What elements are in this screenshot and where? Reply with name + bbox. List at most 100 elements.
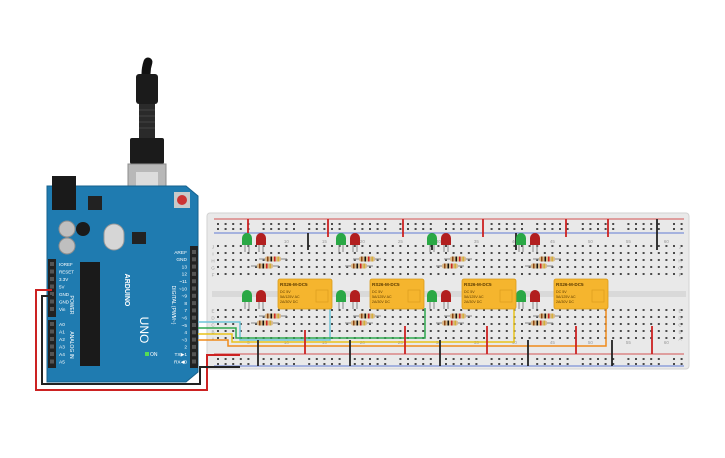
pin-label: ~5 [182, 323, 188, 329]
header-pin[interactable] [192, 344, 196, 349]
wires[interactable] [35, 219, 658, 391]
resistor[interactable] [525, 320, 553, 326]
header-pin[interactable] [192, 359, 196, 364]
resistor[interactable] [533, 313, 561, 319]
row-letter: J [679, 245, 681, 250]
resistor[interactable] [251, 320, 279, 326]
wire-5v[interactable] [35, 289, 240, 391]
led-green[interactable] [336, 233, 346, 252]
led-green[interactable] [516, 233, 526, 252]
pin-label: A2 [59, 337, 65, 343]
header-pin[interactable] [192, 279, 196, 284]
resistor[interactable] [251, 263, 279, 269]
wire-signal-yellow[interactable] [198, 308, 515, 343]
led-red[interactable] [441, 233, 451, 252]
pin-label: 13 [182, 264, 188, 270]
header-pin[interactable] [50, 307, 54, 311]
pin-label: ~11 [179, 279, 187, 285]
header-pin[interactable] [50, 352, 54, 356]
header-pin[interactable] [192, 257, 196, 262]
header-pin[interactable] [50, 299, 54, 304]
pin-label: A0 [59, 322, 65, 328]
resistor[interactable] [525, 263, 553, 269]
pin-label: RX◀0 [174, 359, 187, 365]
led-green[interactable] [242, 290, 252, 309]
header-pin[interactable] [50, 322, 54, 326]
header-pin[interactable] [50, 329, 54, 334]
header-pin[interactable] [50, 344, 54, 349]
resistor[interactable] [444, 313, 472, 319]
header-pin[interactable] [192, 308, 196, 313]
header-pin[interactable] [50, 337, 54, 341]
resistor[interactable] [444, 256, 472, 262]
led-red[interactable] [441, 290, 451, 309]
resistor[interactable] [436, 263, 464, 269]
header-pin[interactable] [50, 284, 54, 289]
header-pin[interactable] [50, 292, 54, 296]
header-pin[interactable] [192, 323, 196, 327]
header-pin[interactable] [192, 250, 196, 254]
header-pin[interactable] [192, 330, 196, 335]
relay-ac-rating: 5A/125V AC [556, 295, 576, 299]
row-letter: A [678, 337, 681, 342]
header-pin[interactable] [50, 277, 54, 281]
led-green[interactable] [336, 290, 346, 309]
led-green[interactable] [427, 233, 437, 252]
resistor[interactable] [259, 256, 287, 262]
arduino-uno-board[interactable]: ARDUINO UNO DIGITAL (PWM~) POWER ANALOG … [46, 176, 199, 383]
wire-signal-green[interactable] [198, 308, 426, 339]
resistor[interactable] [533, 256, 561, 262]
header-pin[interactable] [192, 286, 196, 291]
relay-name: RS26-M-DC5 [280, 282, 308, 287]
resistor[interactable] [345, 263, 373, 269]
column-number: 60 [664, 340, 670, 345]
led-red[interactable] [350, 233, 360, 252]
header-pin[interactable] [192, 315, 196, 320]
pin-label: IOREF [59, 262, 73, 267]
relay-dc-rating: 2A/30V DC [280, 300, 298, 304]
resistor[interactable] [353, 256, 381, 262]
column-number: 45 [550, 340, 556, 345]
led-red[interactable] [256, 233, 266, 252]
wire-signal-orange[interactable] [198, 308, 607, 347]
pin-label: AREF [174, 250, 187, 256]
header-pin[interactable] [50, 269, 54, 274]
on-led-label: ON [150, 352, 158, 358]
header-pin[interactable] [192, 264, 196, 269]
wire-gnd[interactable] [41, 295, 240, 385]
pin-label: 2 [184, 345, 187, 351]
led-green[interactable] [516, 290, 526, 309]
resistor[interactable] [345, 320, 373, 326]
pin-label: 4 [184, 330, 187, 336]
header-pin[interactable] [192, 352, 196, 357]
wire-signal-cyan[interactable] [198, 308, 331, 341]
header-pin[interactable] [192, 301, 196, 306]
header-pin[interactable] [50, 359, 54, 364]
resistor[interactable] [259, 313, 287, 319]
led-green[interactable] [242, 233, 252, 252]
led-red[interactable] [256, 290, 266, 309]
header-pin[interactable] [192, 293, 196, 298]
digital-header[interactable] [190, 246, 198, 368]
analog-header[interactable] [48, 320, 56, 368]
led-green[interactable] [427, 290, 437, 309]
led-red[interactable] [530, 290, 540, 309]
led-red[interactable] [530, 233, 540, 252]
atmega-chip [80, 262, 100, 366]
relay-ac-rating: 5A/125V AC [280, 295, 300, 299]
header-pin[interactable] [192, 271, 196, 276]
led-red[interactable] [350, 290, 360, 309]
header-pin[interactable] [192, 337, 196, 342]
pin-label: A4 [59, 352, 65, 358]
resistor[interactable] [353, 313, 381, 319]
breadboard-holes [217, 223, 683, 365]
header-pin[interactable] [50, 262, 54, 266]
resistor[interactable] [436, 320, 464, 326]
